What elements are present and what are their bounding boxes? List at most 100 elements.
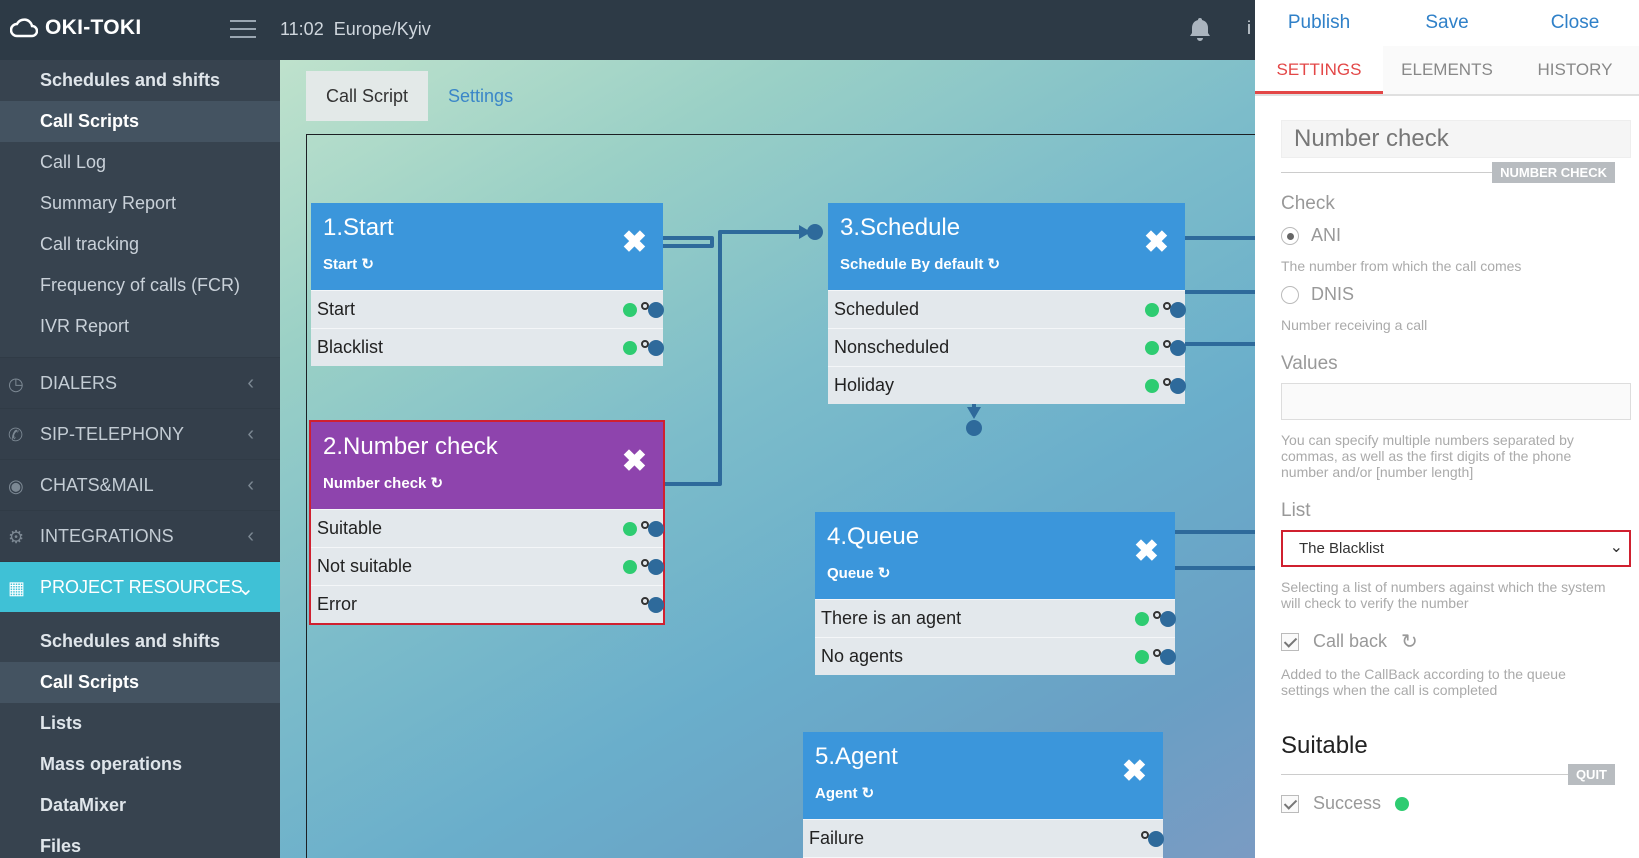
sidebar-item[interactable]: Schedules and shifts [40, 631, 221, 651]
success-checkbox[interactable]: Success [1281, 793, 1615, 814]
sidebar-item[interactable]: Call Scripts [0, 101, 280, 142]
sidebar-group[interactable]: ◷DIALERS‹ [0, 357, 280, 408]
tab-call-script[interactable]: Call Script [306, 71, 429, 121]
spacer [0, 347, 280, 357]
sidebar-item[interactable]: Files [40, 836, 82, 856]
sidebar-item[interactable]: IVR Report [40, 316, 130, 336]
sidebar-item[interactable]: Mass operations [40, 754, 183, 774]
sidebar-item[interactable]: Call Log [40, 152, 107, 172]
sidebar-item[interactable]: Summary Report [40, 193, 177, 213]
node-subtitle[interactable]: Queue ↻ [827, 564, 890, 582]
node-subtitle[interactable]: Number check ↻ [323, 474, 443, 492]
node-output-row: Error [311, 585, 664, 623]
sidebar-item[interactable]: Call tracking [40, 234, 140, 254]
sidebar-item[interactable]: Call Scripts [0, 662, 280, 703]
values-input[interactable] [1281, 383, 1631, 420]
checkbox-checked-icon [1281, 632, 1299, 651]
tab-settings[interactable]: Settings [448, 85, 514, 106]
output-port[interactable] [648, 521, 664, 537]
output-port[interactable] [1160, 611, 1176, 627]
list-select[interactable]: The Blacklist⌄ [1281, 530, 1631, 567]
input-port [807, 224, 823, 240]
sidebar-item[interactable]: Frequency of calls (FCR) [40, 275, 241, 295]
divider: QUIT [1281, 764, 1615, 785]
node-output-row: Nonscheduled [828, 328, 1186, 366]
close-button[interactable]: Close [1550, 12, 1600, 33]
save-button[interactable]: Save [1425, 12, 1469, 33]
node-subtitle[interactable]: Agent ↻ [815, 784, 874, 802]
dnis-radio[interactable]: DNIS [1281, 284, 1615, 305]
list-selected-value: The Blacklist [1299, 540, 1385, 557]
ani-radio[interactable]: ANI [1281, 225, 1615, 246]
node-output-row: There is an agent [815, 599, 1176, 637]
close-icon[interactable]: ✖ [621, 445, 647, 478]
output-port[interactable] [648, 559, 664, 575]
output-label: There is an agent [821, 608, 962, 628]
node-subtitle[interactable]: Start ↻ [323, 255, 374, 273]
bell-icon[interactable] [1188, 16, 1212, 42]
status-dot-icon [1135, 612, 1149, 626]
sidebar-group[interactable]: ▦PROJECT RESOURCES⌄ [0, 561, 280, 612]
close-icon[interactable]: ✖ [1121, 755, 1147, 788]
output-port[interactable] [648, 597, 664, 613]
sidebar-item[interactable]: Schedules and shifts [40, 70, 221, 90]
close-icon[interactable]: ✖ [621, 226, 647, 259]
node-name-input[interactable]: Number check [1281, 120, 1631, 158]
sidebar-group[interactable]: ◉CHATS&MAIL‹ [0, 459, 280, 510]
status-dot-icon [1145, 379, 1159, 393]
output-port[interactable] [1170, 302, 1186, 318]
node-subtitle[interactable]: Schedule By default ↻ [840, 255, 1000, 273]
tab-history[interactable]: HISTORY [1537, 60, 1613, 79]
output-port[interactable] [648, 340, 664, 356]
clock-icon: ◷ [8, 374, 24, 394]
settings-panel: Publish Save Close SETTINGS ELEMENTS HIS… [1255, 0, 1639, 858]
output-port[interactable] [1170, 340, 1186, 356]
sidebar-group[interactable]: ✆SIP-TELEPHONY‹ [0, 408, 280, 459]
refresh-icon: ↻ [1401, 631, 1418, 653]
output-port[interactable] [1170, 378, 1186, 394]
grid-icon: ▦ [8, 578, 26, 598]
menu-toggle-icon[interactable] [230, 20, 256, 38]
close-icon[interactable]: ✖ [1133, 535, 1159, 568]
output-label: Failure [809, 828, 865, 848]
node-title: 5.Agent [815, 743, 898, 770]
output-port[interactable] [1148, 831, 1164, 847]
tab-elements[interactable]: ELEMENTS [1401, 60, 1493, 79]
sidebar-group-label: SIP-TELEPHONY [40, 423, 185, 444]
callback-checkbox[interactable]: Call back↻ [1281, 629, 1615, 654]
sidebar-item[interactable]: Lists [40, 713, 83, 733]
node-output-row: No agents [815, 637, 1176, 675]
refresh-icon: ↻ [987, 256, 1001, 273]
logo[interactable]: OKI-TOKI [10, 16, 142, 40]
output-port[interactable] [1160, 649, 1176, 665]
tab-settings-panel[interactable]: SETTINGS [1255, 46, 1383, 94]
sidebar-group[interactable]: ⚙INTEGRATIONS‹ [0, 510, 280, 561]
output-label: No agents [821, 646, 904, 666]
chat-icon: ◉ [8, 476, 24, 496]
status-dot-icon [1135, 650, 1149, 664]
timezone: Europe/Kyiv [333, 19, 431, 39]
node-subtitle-text: Start [323, 256, 358, 273]
arrow-head [967, 407, 981, 419]
node-subtitle-text: Schedule By default [840, 256, 984, 273]
output-port[interactable] [648, 302, 664, 318]
chevron-left-icon: ‹ [247, 474, 254, 496]
divider: NUMBER CHECK [1281, 162, 1615, 183]
sidebar-item[interactable]: DataMixer [40, 795, 127, 815]
close-icon[interactable]: ✖ [1143, 226, 1169, 259]
publish-button[interactable]: Publish [1287, 12, 1351, 33]
output-label: Holiday [834, 375, 895, 395]
success-label: Success [1313, 793, 1382, 813]
